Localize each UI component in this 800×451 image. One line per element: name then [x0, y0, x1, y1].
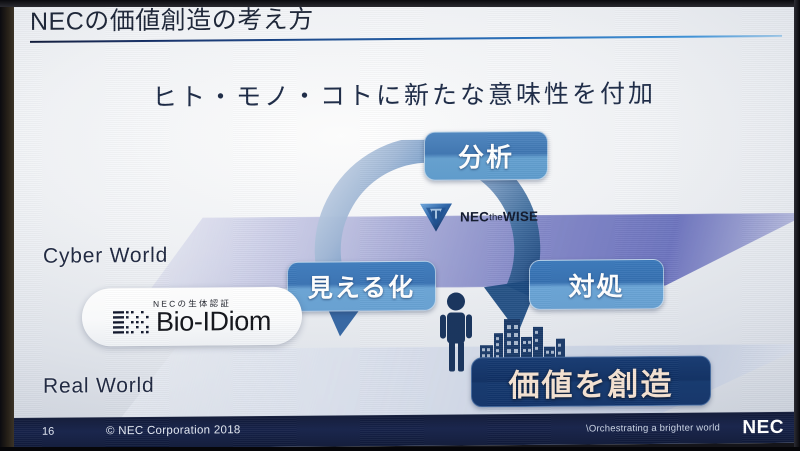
photo-bezel-top — [0, 0, 800, 7]
stage-respond[interactable]: 対処 — [529, 258, 664, 310]
footer-page-number: 16 — [42, 425, 55, 438]
title-area: NECの価値創造の考え方 — [20, 3, 782, 44]
footer-copyright: © NEC Corporation 2018 — [106, 424, 241, 438]
real-world-label: Real World — [43, 373, 155, 398]
photo-bezel-right — [794, 0, 800, 451]
photo-bezel-bottom — [0, 447, 800, 451]
footer-tagline: \Orchestrating a brighter world — [586, 422, 720, 435]
page-title: NECの価値創造の考え方 — [30, 5, 314, 36]
wise-nec: NEC — [460, 208, 490, 224]
stage-analysis-label: 分析 — [457, 142, 514, 173]
nec-logo: NEC — [742, 416, 784, 439]
wise-the: the — [489, 211, 503, 223]
stage-respond-label: 対処 — [568, 270, 625, 302]
cyber-world-label: Cyber World — [43, 243, 169, 268]
stage-visualize[interactable]: 見える化 — [287, 260, 436, 312]
biometrics-dotmatrix-icon — [113, 310, 149, 334]
subtitle: ヒト・モノ・コトに新たな意味性を付加 — [151, 79, 656, 112]
slide-canvas: NECの価値創造の考え方 ヒト・モノ・コトに新たな意味性を付加 Cyber Wo… — [10, 0, 798, 449]
nec-the-wise-wordmark: NECtheWISE — [460, 208, 538, 224]
bio-idiom-main: Bio-IDiom — [113, 305, 271, 337]
stage-create-value[interactable]: 価値を創造 — [471, 355, 711, 408]
stage-analysis[interactable]: 分析 — [424, 130, 548, 181]
nec-the-wise-logo: NECtheWISE — [418, 199, 538, 234]
bio-idiom-wordmark: Bio-IDiom — [156, 305, 271, 337]
stage-visualize-label: 見える化 — [307, 273, 416, 303]
nec-the-wise-mark-icon — [420, 203, 452, 232]
stage-create-value-label: 価値を創造 — [508, 366, 674, 403]
wise-wise: WISE — [502, 208, 539, 224]
title-divider — [30, 35, 782, 44]
photo-bezel-left — [0, 0, 14, 451]
slide-footer: 16 © NEC Corporation 2018 \Orchestrating… — [10, 411, 798, 449]
bio-idiom-badge[interactable]: NECの生体認証 Bio-ID — [82, 286, 302, 347]
